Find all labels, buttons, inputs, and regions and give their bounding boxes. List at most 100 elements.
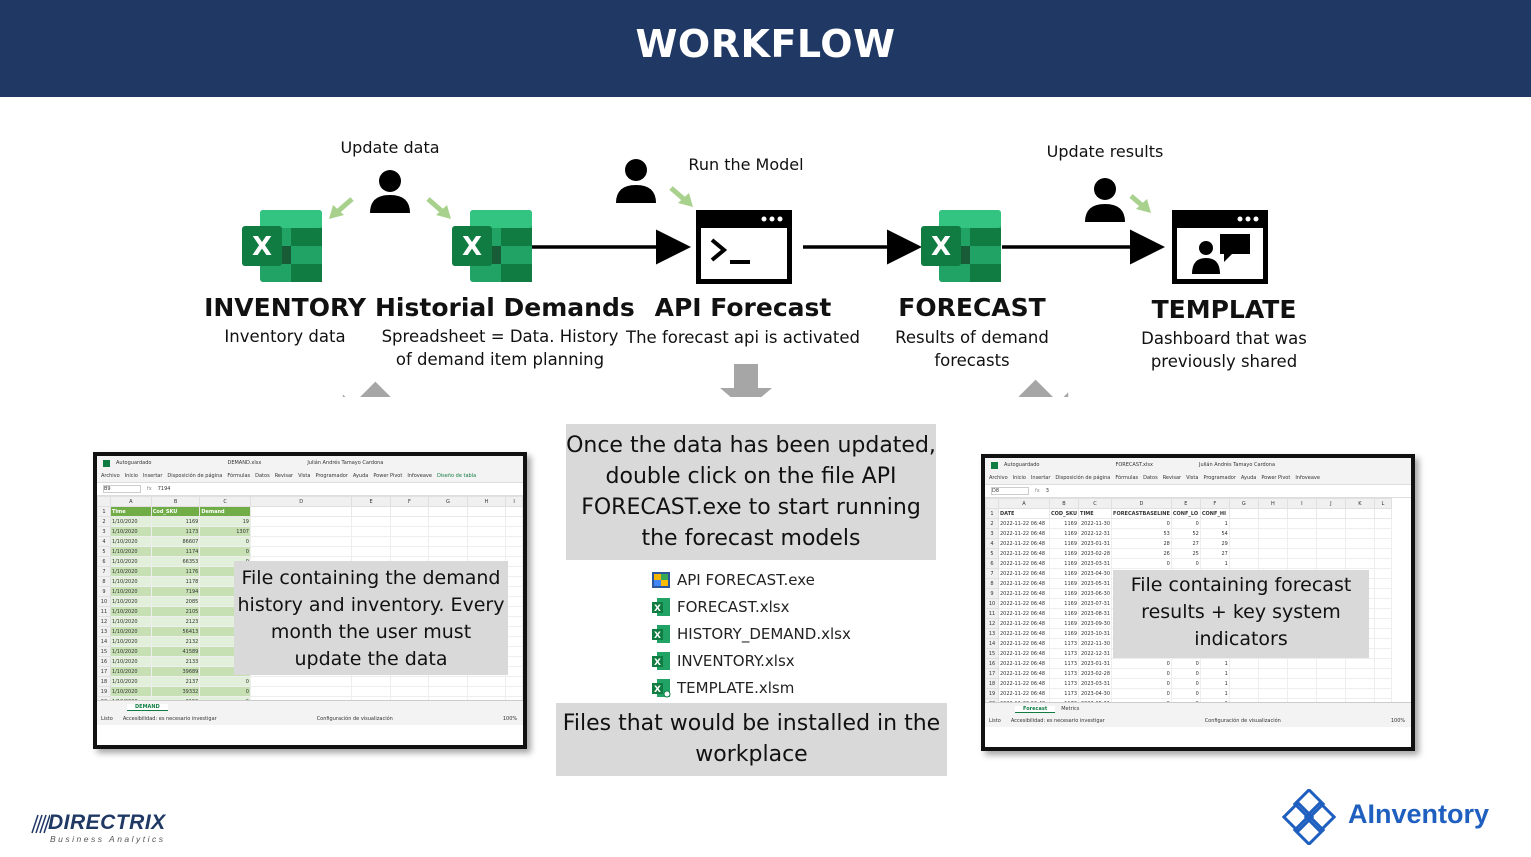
table-cell[interactable] <box>505 616 523 627</box>
ribbon-tab[interactable]: Programador <box>1203 475 1236 481</box>
ribbon-tab[interactable]: Fórmulas <box>227 473 251 479</box>
column-header[interactable]: E <box>351 496 391 507</box>
table-cell[interactable] <box>1286 678 1317 689</box>
table-cell[interactable] <box>1257 528 1288 539</box>
table-cell[interactable]: 1/10/2020 <box>109 656 152 667</box>
table-cell[interactable]: 1173 <box>1048 668 1080 679</box>
table-cell[interactable]: 1173 <box>1048 688 1080 699</box>
file-item[interactable]: X HISTORY_DEMAND.xlsx <box>651 620 881 647</box>
table-cell[interactable]: 2023-05-31 <box>1078 578 1113 589</box>
column-header[interactable]: D <box>1111 498 1172 509</box>
ribbon-tab[interactable]: Ayuda <box>352 473 369 479</box>
row-number[interactable]: 1 <box>985 508 999 519</box>
table-cell[interactable]: 2022-11-22 06:48 <box>998 668 1050 679</box>
table-cell[interactable] <box>1315 528 1346 539</box>
table-cell[interactable]: 0 <box>199 696 251 700</box>
column-header[interactable]: B <box>150 496 201 507</box>
column-header[interactable]: G <box>428 496 468 507</box>
table-cell[interactable]: 1/10/2020 <box>109 696 152 700</box>
table-cell[interactable] <box>428 536 468 547</box>
table-cell[interactable]: 1173 <box>1048 648 1080 659</box>
table-cell[interactable] <box>1344 538 1375 549</box>
table-cell[interactable]: 0 <box>1111 558 1172 569</box>
name-box[interactable]: D8 <box>991 487 1029 495</box>
ribbon-tab[interactable]: Inicio <box>1012 475 1026 481</box>
row-number[interactable]: 7 <box>985 568 999 579</box>
table-cell[interactable]: 0 <box>1170 558 1201 569</box>
table-cell[interactable] <box>505 626 523 637</box>
table-cell[interactable] <box>1373 618 1392 629</box>
table-cell[interactable]: 1/10/2020 <box>109 636 152 647</box>
ribbon-tab[interactable]: Vista <box>298 473 311 479</box>
table-header-cell[interactable]: Time <box>109 506 152 517</box>
table-cell[interactable] <box>1344 558 1375 569</box>
table-cell[interactable] <box>1286 538 1317 549</box>
table-cell[interactable] <box>389 686 430 697</box>
table-header-cell[interactable] <box>1315 508 1346 519</box>
table-cell[interactable]: 1/10/2020 <box>109 586 152 597</box>
table-cell[interactable]: 1173 <box>1048 698 1080 702</box>
table-cell[interactable]: 1/10/2020 <box>109 516 152 527</box>
table-cell[interactable]: 2022-11-22 06:48 <box>998 608 1050 619</box>
table-cell[interactable]: 2022-11-30 <box>1078 638 1113 649</box>
table-cell[interactable]: 2123 <box>150 616 201 627</box>
row-number[interactable]: 3 <box>985 528 999 539</box>
table-cell[interactable]: 1178 <box>150 576 201 587</box>
table-cell[interactable]: 2022-11-30 <box>1078 518 1113 529</box>
table-cell[interactable]: 41589 <box>150 646 201 657</box>
row-number[interactable]: 11 <box>97 606 111 617</box>
table-cell[interactable]: 29 <box>1199 538 1230 549</box>
table-cell[interactable] <box>1257 668 1288 679</box>
table-cell[interactable]: 1169 <box>1048 528 1080 539</box>
table-cell[interactable]: 1/10/2020 <box>109 666 152 677</box>
table-cell[interactable]: 1 <box>1199 698 1230 702</box>
table-cell[interactable]: 0 <box>1170 518 1201 529</box>
table-header-cell[interactable] <box>1228 508 1259 519</box>
ribbon-tab[interactable]: Insertar <box>1030 475 1051 481</box>
table-cell[interactable]: 1/10/2020 <box>109 686 152 697</box>
table-cell[interactable]: 2022-11-22 06:48 <box>998 518 1050 529</box>
table-cell[interactable] <box>505 686 523 697</box>
table-cell[interactable]: 2023-07-31 <box>1078 598 1113 609</box>
row-number[interactable]: 15 <box>985 648 999 659</box>
table-cell[interactable] <box>389 696 430 700</box>
table-cell[interactable]: 2022-11-22 06:48 <box>998 688 1050 699</box>
row-number[interactable]: 13 <box>985 628 999 639</box>
column-header[interactable]: J <box>1315 498 1346 509</box>
table-cell[interactable] <box>505 526 523 537</box>
table-cell[interactable]: 0 <box>199 686 251 697</box>
corner-cell[interactable] <box>985 498 999 509</box>
table-cell[interactable]: 39332 <box>150 686 201 697</box>
table-cell[interactable]: 52 <box>1170 528 1201 539</box>
table-cell[interactable]: 2022-11-22 06:48 <box>998 678 1050 689</box>
table-cell[interactable] <box>1228 558 1259 569</box>
table-cell[interactable] <box>505 516 523 527</box>
table-header-cell[interactable]: CONF_HI <box>1199 508 1230 519</box>
table-cell[interactable] <box>1373 698 1392 702</box>
table-cell[interactable] <box>505 556 523 567</box>
table-cell[interactable]: 1169 <box>150 516 201 527</box>
table-cell[interactable] <box>1344 528 1375 539</box>
table-cell[interactable] <box>249 536 353 547</box>
file-item[interactable]: API FORECAST.exe <box>651 566 881 593</box>
table-header-cell[interactable]: Demand <box>199 506 251 517</box>
table-cell[interactable]: 1 <box>1199 668 1230 679</box>
ribbon-tab[interactable]: Vista <box>1186 475 1199 481</box>
table-cell[interactable] <box>1315 558 1346 569</box>
table-cell[interactable] <box>1286 688 1317 699</box>
row-number[interactable]: 3 <box>97 526 111 537</box>
table-cell[interactable]: 1173 <box>1048 678 1080 689</box>
table-cell[interactable] <box>1373 558 1392 569</box>
table-cell[interactable] <box>428 696 468 700</box>
table-cell[interactable] <box>505 536 523 547</box>
table-cell[interactable]: 2022-11-22 06:48 <box>998 638 1050 649</box>
ribbon-tab[interactable]: Archivo <box>101 473 120 479</box>
column-header[interactable]: G <box>1228 498 1259 509</box>
table-cell[interactable] <box>1257 658 1288 669</box>
table-cell[interactable]: 0 <box>1170 668 1201 679</box>
column-header[interactable]: H <box>466 496 507 507</box>
table-cell[interactable] <box>505 606 523 617</box>
table-cell[interactable] <box>1373 548 1392 559</box>
table-cell[interactable]: 1174 <box>150 546 201 557</box>
table-cell[interactable] <box>1315 698 1346 702</box>
